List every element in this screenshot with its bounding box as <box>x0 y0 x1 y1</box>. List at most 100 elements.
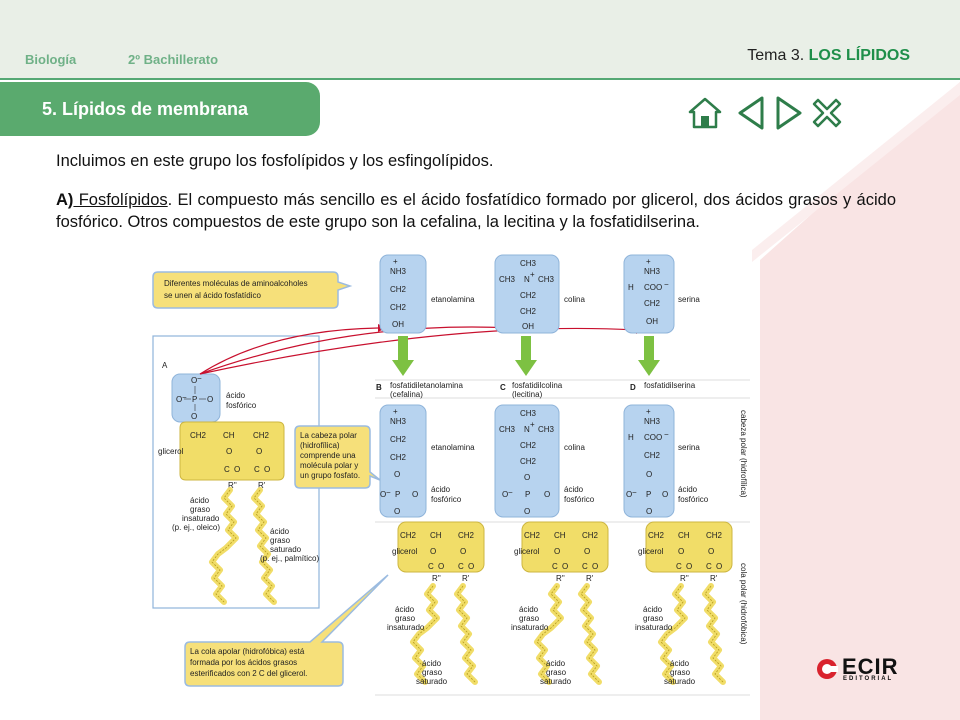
chem-o: O <box>207 395 213 404</box>
chem-o: O <box>544 490 550 499</box>
serina-box <box>623 254 675 334</box>
chem-plus: + <box>530 270 535 279</box>
chem-o: O <box>256 447 262 456</box>
header-theme-prefix: Tema 3. <box>747 47 805 64</box>
chem-p: P <box>646 490 651 499</box>
chem-minus: − <box>182 393 187 402</box>
chem-coo: COO <box>644 433 662 442</box>
chem-c: C <box>706 562 712 571</box>
chem-o: O <box>502 490 508 499</box>
chem-o: O <box>430 547 436 556</box>
name-d-line: fosfatidilserina <box>644 381 696 390</box>
chem-ch2: CH2 <box>644 451 661 460</box>
chem-ch2: CH2 <box>390 303 407 312</box>
glycerol-d: CH2 CH CH2 glicerol O O C O C O R'' R' <box>638 521 733 583</box>
callout-mid-line-1: La cabeza polar <box>300 431 357 440</box>
chem-ch2: CH2 <box>400 531 417 540</box>
chem-c: C <box>676 562 682 571</box>
chem-c: C <box>428 562 434 571</box>
chem-ch3: CH3 <box>499 275 516 284</box>
small-insat-d-2: graso <box>643 614 664 623</box>
chem-h: H <box>628 283 634 292</box>
chem-nh3: NH3 <box>390 267 407 276</box>
chem-ch2: CH2 <box>390 435 407 444</box>
etanolamina-label: etanolamina <box>431 443 475 452</box>
arrow-to-colina <box>199 326 515 375</box>
callout-top-line-2: se unen al ácido fosfatídico <box>164 291 262 300</box>
chem-n: N <box>524 425 530 434</box>
section-title: 5. Lípidos de membrana <box>0 82 320 136</box>
chem-r2: R'' <box>228 481 237 490</box>
chem-minus: − <box>632 488 637 497</box>
chem-plus: + <box>646 257 651 266</box>
arrow-to-etanolamina <box>199 327 379 375</box>
small-insat-d-1: ácido <box>643 605 663 614</box>
chem-o: O <box>394 507 400 516</box>
serina-label: serina <box>678 295 700 304</box>
name-c-line-1: fosfatidilcolina <box>512 381 563 390</box>
header-theme: Tema 3. LOS LÍPIDOS <box>747 47 910 65</box>
chem-o: O <box>554 547 560 556</box>
callout-mid-line-4: molécula polar y <box>300 461 358 470</box>
home-icon[interactable] <box>688 96 722 130</box>
chem-ch2: CH2 <box>520 457 537 466</box>
small-sat-b-3: saturado <box>416 677 448 686</box>
chem-o: O <box>646 470 652 479</box>
chem-ch3: CH3 <box>520 409 537 418</box>
phospholipid-figure: Diferentes moléculas de aminoalcoholes s… <box>150 250 755 698</box>
chem-ch3: CH3 <box>538 275 555 284</box>
chem-ch3: CH3 <box>538 425 555 434</box>
chem-o: O <box>234 465 240 474</box>
tail-c-saturado <box>578 583 602 685</box>
small-insat-b-3: insaturado <box>387 623 425 632</box>
name-c-line-2: (lecitina) <box>512 390 543 399</box>
chem-ch2: CH2 <box>390 453 407 462</box>
para-a-label: A) <box>56 191 74 209</box>
acido-insaturado-label-3: insaturado <box>182 514 220 523</box>
callout-top-line-1: Diferentes moléculas de aminoalcoholes <box>164 279 308 288</box>
acido-fosforico-label-1: ácido <box>564 485 584 494</box>
chem-p: P <box>192 395 197 404</box>
chem-o: O <box>662 490 668 499</box>
small-sat-c-3: saturado <box>540 677 572 686</box>
small-insat-c-3: insaturado <box>511 623 549 632</box>
chem-o: O <box>191 376 197 385</box>
acido-fosforico-label-2: fosfórico <box>226 401 257 410</box>
acido-fosforico-label-1: ácido <box>678 485 698 494</box>
close-icon[interactable] <box>810 96 844 130</box>
callout-mid-line-2: (hidrofílica) <box>300 441 340 450</box>
tails-bcd-hatch <box>412 585 724 683</box>
chem-oh: OH <box>522 322 534 331</box>
chem-minus: − <box>508 488 513 497</box>
para-a-text: . El compuesto más sencillo es el ácido … <box>56 191 897 231</box>
chem-r1: R' <box>710 574 718 583</box>
logo-sub-text: EDITORIAL <box>843 676 894 682</box>
chem-ch2: CH2 <box>520 291 537 300</box>
chem-o: O <box>412 490 418 499</box>
acido-insaturado-label-2: graso <box>190 505 211 514</box>
arrow-right-icon[interactable] <box>772 96 806 130</box>
acido-insaturado-label-1: ácido <box>190 496 210 505</box>
chem-r2: R'' <box>556 574 565 583</box>
chem-o: O <box>264 465 270 474</box>
chem-o: O <box>678 547 684 556</box>
arrow-left-icon[interactable] <box>734 96 768 130</box>
ecir-logo-icon <box>817 659 838 679</box>
acido-fosforico-label-1: ácido <box>226 391 246 400</box>
fosfolipidos-paragraph: A) Fosfolípidos. El compuesto más sencil… <box>56 189 896 233</box>
chem-ch2: CH2 <box>253 431 270 440</box>
chem-ch2: CH2 <box>706 531 723 540</box>
chem-nh3: NH3 <box>390 417 407 426</box>
small-insat-b-1: ácido <box>395 605 415 614</box>
small-sat-b-2: graso <box>422 668 443 677</box>
chem-o: O <box>626 490 632 499</box>
chem-r1: R' <box>258 481 266 490</box>
acido-fosforico-label-2: fosfórico <box>431 495 462 504</box>
chem-plus: + <box>393 257 398 266</box>
chem-p: P <box>525 490 530 499</box>
chem-plus: + <box>646 407 651 416</box>
chem-nh3: NH3 <box>644 267 661 276</box>
chem-o: O <box>394 470 400 479</box>
chem-h: H <box>628 433 634 442</box>
etanolamina-box <box>379 254 427 334</box>
